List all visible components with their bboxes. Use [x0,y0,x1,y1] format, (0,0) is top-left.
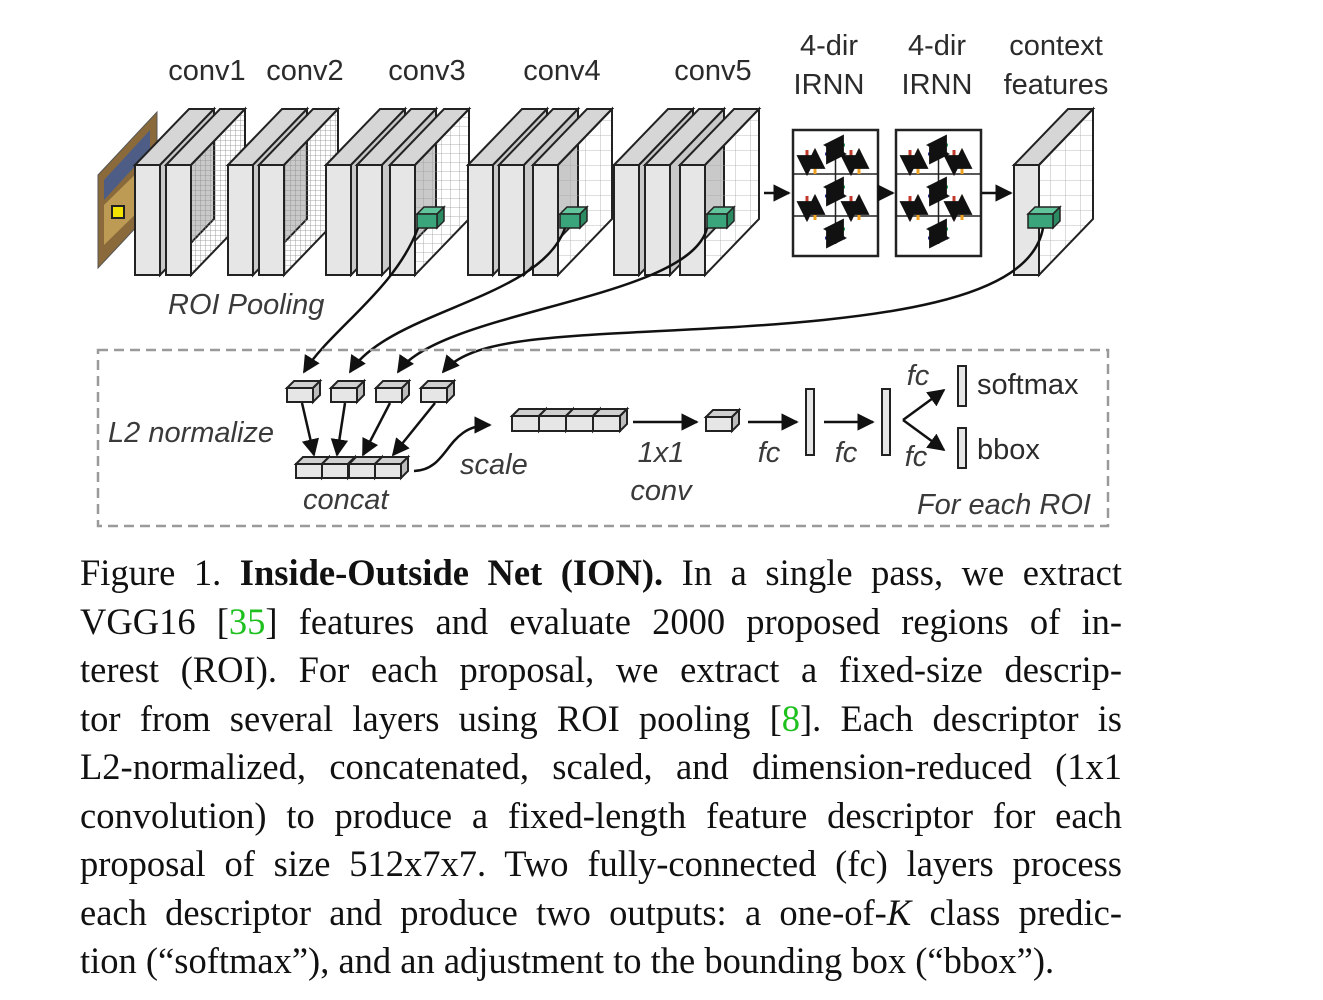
conv2-label: conv2 [266,55,343,87]
roi-cell [705,205,736,230]
caption-text: each descriptor and produce two outputs:… [80,891,887,933]
conv1x1-label-line2: conv [630,475,693,507]
concat-label: concat [303,484,390,516]
conv5-label: conv5 [674,55,751,87]
caption-figure-number: Figure 1. [80,552,240,593]
arrow-to-bbox [902,418,946,452]
bbox-vector [957,427,967,469]
context-features-block [1011,106,1096,278]
caption-line-2: VGG16 [35] features and evaluate 2000 pr… [80,598,1122,647]
fc-bottom-label: fc [905,441,928,473]
roi-pooling-label: ROI Pooling [168,289,324,321]
caption-title: Inside-Outside Net (ION). [239,552,664,593]
caption-text: ] features and evaluate 2000 proposed re… [265,600,1123,642]
caption-line-5: L2-normalized, concatenated, scaled, and… [80,746,1122,787]
per-roi-region [96,348,1110,528]
caption-line-1: Figure 1. Inside-Outside Net (ION). In a… [80,549,1122,598]
fc2-label: fc [835,437,858,469]
irnn-modules [791,128,983,258]
conv4-label: conv4 [523,55,600,87]
l2-normalize-label: L2 normalize [108,417,274,449]
citation-link[interactable]: 8 [781,697,800,739]
fc1-label: fc [758,437,781,469]
conv4-block [465,106,615,278]
pooled-roi-feature [418,378,457,405]
feature-map-slab [387,106,472,278]
pooled-roi-feature [328,378,367,405]
irnn1-label-line2: IRNN [794,69,865,101]
roi-cell [415,205,446,230]
caption-text: tor from several layers using ROI poolin… [80,697,782,739]
irnn-module-1 [791,128,880,258]
caption-line-7: proposal of size 512x7x7. Two fully-conn… [80,843,1122,884]
for-each-roi-label: For each ROI [917,489,1091,521]
feature-map-slab [256,106,341,278]
feature-map-slab [163,106,248,278]
fc-top-label: fc [907,360,930,392]
irnn-module-2 [894,128,983,258]
arrow-pool4-concat [391,402,436,457]
pooled-roi-feature [284,378,323,405]
conv1-block [132,106,248,278]
roi-curve-conv3 [302,227,420,374]
conv3-label: conv3 [388,55,465,87]
conv3-block [323,106,472,278]
caption-line-6: convolution) to produce a fixed-length f… [80,794,1122,836]
figure-caption: Figure 1. Inside-Outside Net (ION). In a… [80,549,1122,986]
conv1x1-label-line1: 1x1 [638,437,685,469]
irnn1-label-line1: 4-dir [800,30,858,62]
caption-text: In a single pass, we extract [663,552,1122,593]
caption-line-9: tion (“softmax”), and an adjustment to t… [80,940,1055,981]
conv1-label: conv1 [168,55,245,87]
concat-feature [293,454,411,481]
math-symbol: K [886,891,912,933]
arrow-pool2-concat [330,402,349,457]
scaled-segment [590,406,630,434]
caption-line-8: each descriptor and produce two outputs:… [80,889,1122,938]
concat-segment [372,454,411,481]
conv-layer-stack [132,106,1096,278]
arrow-pool3-concat [361,402,392,457]
fc2-vector [881,388,891,456]
softmax-vector [957,365,967,407]
arrow-pool1-concat [300,402,319,457]
irnn2-label-line1: 4-dir [908,30,966,62]
roi-curve-context [441,227,1045,374]
context-label-line1: context [1009,30,1103,62]
context-label-line2: features [1004,69,1109,101]
softmax-label: softmax [977,369,1079,401]
irnn2-label-line2: IRNN [902,69,973,101]
feature-map-slab [677,106,762,278]
pooled-features [284,378,457,481]
fc1-vector [805,388,815,456]
roi-cell [1026,205,1062,230]
roi-cell [558,205,589,230]
conv5-block [611,106,762,278]
arrow-to-softmax [902,388,946,422]
scale-arrow [413,416,492,473]
caption-line-3: terest (ROI). For each proposal, we extr… [80,649,1122,690]
conv2-block [225,106,341,278]
caption-line-4: tor from several layers using ROI poolin… [80,695,1122,744]
pooled-roi-feature [373,378,412,405]
bbox-label: bbox [977,434,1040,466]
conv1x1-feature [703,407,742,434]
feature-map-slab [1011,106,1096,278]
ion-architecture-figure: conv1 conv2 conv3 conv4 conv5 4-dir IRNN… [96,30,1110,528]
scaled-feature [509,406,630,434]
caption-text: class predic- [911,891,1122,933]
caption-text: VGG16 [ [80,600,229,642]
citation-link[interactable]: 35 [228,600,266,642]
scale-label: scale [460,449,528,481]
caption-text: ]. Each descriptor is [800,697,1122,739]
fc-pipeline [509,365,967,469]
